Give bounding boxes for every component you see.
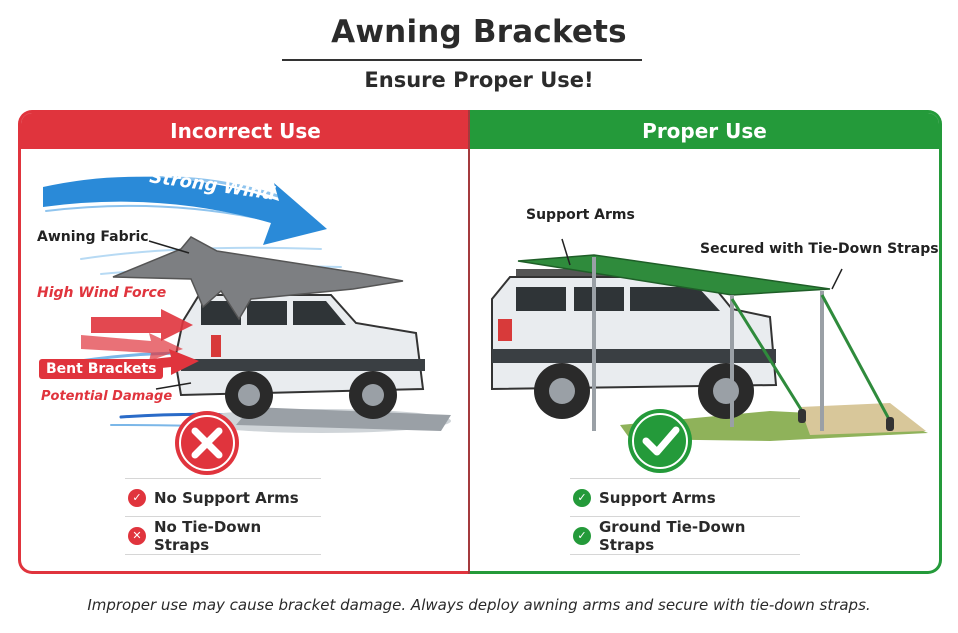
list-item: ✓ No Support Arms [125, 478, 321, 516]
list-item: ✓ Ground Tie-Down Straps [570, 516, 800, 555]
support-arms-label: Support Arms [526, 207, 635, 223]
panel-divider [468, 110, 471, 574]
incorrect-use-panel: Incorrect Use [18, 110, 470, 574]
incorrect-checklist: ✓ No Support Arms ✕ No Tie-Down Straps [125, 478, 321, 555]
incorrect-use-illustration [43, 176, 451, 475]
page-subtitle: Ensure Proper Use! [364, 68, 594, 92]
cross-icon: ✕ [128, 526, 146, 545]
bent-brackets-badge: Bent Brackets [39, 359, 164, 379]
footer-note: Improper use may cause bracket damage. A… [87, 596, 871, 614]
suv-proper [491, 276, 778, 419]
list-item-label: Support Arms [599, 488, 716, 507]
proper-use-panel: Proper Use [470, 110, 942, 574]
proper-checklist: ✓ Support Arms ✓ Ground Tie-Down Straps [570, 478, 800, 555]
proper-use-header: Proper Use [470, 113, 939, 149]
incorrect-use-header: Incorrect Use [21, 113, 470, 149]
checkmark-icon [628, 409, 692, 473]
checkmark-icon: ✓ [573, 488, 591, 507]
potential-damage-label: Potential Damage [41, 389, 173, 404]
awning-fabric-gray [112, 236, 404, 321]
list-item-label: No Tie-Down Straps [154, 517, 262, 554]
proper-use-illustration [491, 238, 928, 473]
list-item-label: No Support Arms [154, 488, 299, 507]
checkmark-icon: ✓ [573, 526, 591, 545]
wind-arrow-icon [43, 176, 327, 245]
list-item-label: Ground Tie-Down Straps [599, 517, 746, 554]
high-wind-force-label: High Wind Force [37, 285, 167, 301]
list-item: ✓ Support Arms [570, 478, 800, 516]
checkmark-icon: ✓ [128, 488, 146, 507]
title-underline [282, 59, 642, 61]
awning-fabric-label: Awning Fabric [37, 229, 149, 245]
list-item: ✕ No Tie-Down Straps [125, 516, 321, 555]
cross-icon [175, 411, 239, 475]
page-title: Awning Brackets [331, 14, 627, 50]
secured-straps-label: Secured with Tie-Down Straps [700, 241, 939, 257]
suv-incorrect [173, 294, 425, 419]
